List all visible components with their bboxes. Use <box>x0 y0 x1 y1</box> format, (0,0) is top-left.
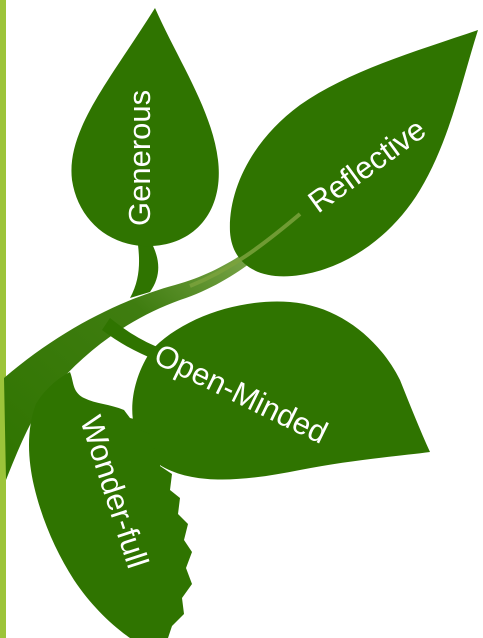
accent-bar <box>0 0 6 638</box>
open-minded-stem <box>102 318 160 360</box>
leaf-open-minded <box>132 301 431 480</box>
generous-label: Generous <box>122 90 157 226</box>
leaf-wonder-full <box>29 372 192 638</box>
leaf-reflective <box>229 30 478 277</box>
stem-highlight <box>189 212 302 288</box>
leaf-generous <box>71 8 219 247</box>
generous-stem <box>130 240 159 298</box>
